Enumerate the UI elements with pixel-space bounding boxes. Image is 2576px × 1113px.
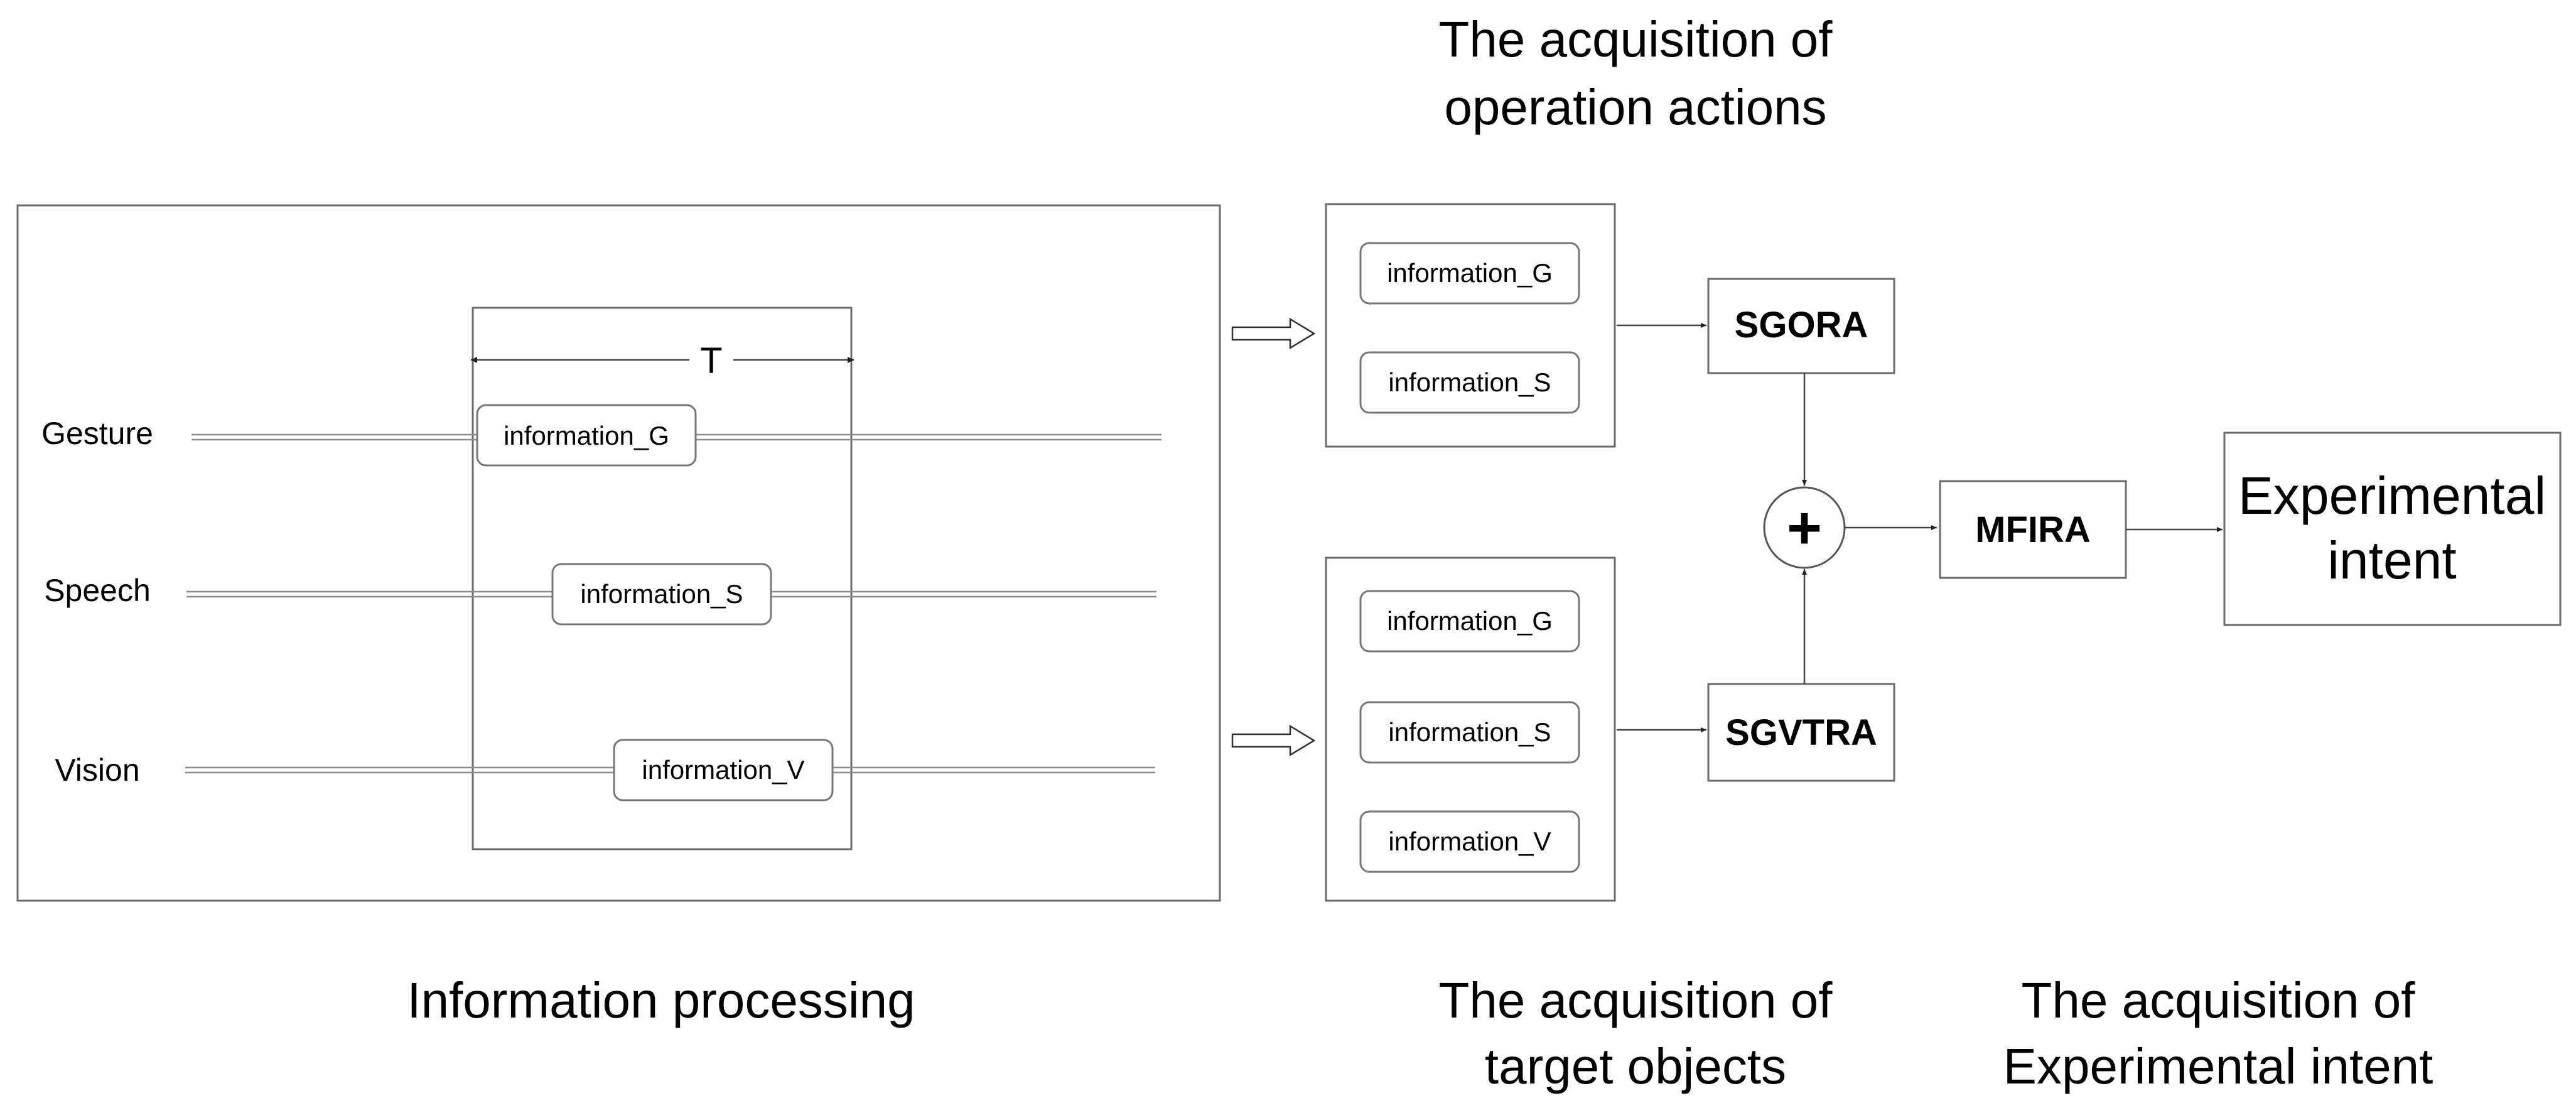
time-window-label-bg (689, 339, 733, 381)
target-information-g-box (1359, 590, 1580, 653)
target-information-s-label: information_S (1388, 717, 1551, 747)
target-information-v-label: information_V (1388, 827, 1551, 856)
experimental-intent-block (2223, 432, 2562, 626)
target-information-g-label: information_G (1387, 606, 1553, 636)
caption-operation-actions-line1: The acquisition of (1438, 11, 1833, 67)
vision-information-box (613, 739, 834, 801)
caption-operation-actions-line2: operation actions (1444, 79, 1826, 135)
sgvtra-label: SGVTRA (1725, 712, 1877, 753)
target-information-s-box (1359, 701, 1580, 764)
operation-information-g-box (1359, 242, 1580, 305)
experimental-intent-line1: Experimental (2238, 466, 2546, 525)
vision-information-label: information_V (642, 755, 804, 785)
target-objects-panel (1325, 556, 1616, 902)
gesture-information-box (476, 404, 697, 467)
caption-target-objects-line2: target objects (1485, 1038, 1786, 1094)
caption-target-objects-line1: The acquisition of (1438, 972, 1833, 1028)
caption-experimental-intent-line1: The acquisition of (2021, 972, 2415, 1028)
operation-information-g-label: information_G (1387, 258, 1553, 288)
track-label-speech: Speech (44, 573, 151, 608)
speech-information-label: information_S (580, 579, 743, 609)
operation-actions-panel (1325, 203, 1616, 448)
experimental-intent-line2: intent (2327, 531, 2457, 590)
sgora-label: SGORA (1735, 305, 1868, 345)
target-information-v-box (1359, 810, 1580, 873)
track-label-vision: Vision (55, 752, 139, 788)
time-window-box (472, 307, 853, 850)
sgora-block (1707, 278, 1895, 374)
mfira-label: MFIRA (1975, 509, 2091, 550)
sum-plus-icon: + (1787, 494, 1822, 562)
transfer-arrow-top (1231, 317, 1316, 350)
caption-experimental-intent-line2: Experimental intent (2003, 1038, 2433, 1094)
caption-information-processing: Information processing (407, 972, 915, 1028)
speech-information-box (551, 563, 772, 626)
time-window-label: T (700, 340, 722, 381)
gesture-information-label: information_G (504, 421, 669, 450)
track-label-gesture: Gesture (41, 416, 153, 451)
operation-information-s-box (1359, 351, 1580, 414)
info-processing-panel (16, 204, 1221, 902)
transfer-arrow-bottom (1231, 724, 1316, 757)
sgvtra-block (1707, 683, 1895, 782)
operation-information-s-label: information_S (1388, 367, 1551, 397)
mfira-block (1939, 480, 2127, 579)
